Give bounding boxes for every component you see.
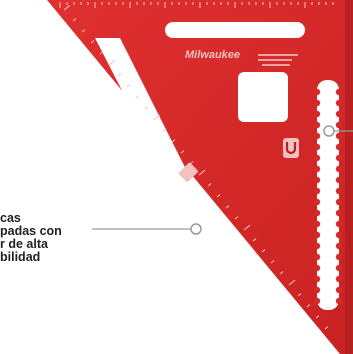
scale-tick: [162, 128, 167, 132]
scale-notch: [335, 143, 343, 151]
scale-notch: [313, 121, 321, 129]
measure-badge: [178, 162, 198, 182]
scale-notch: [313, 264, 321, 272]
scale-notch: [335, 220, 343, 228]
fine-print: [258, 54, 298, 66]
scale-tick: [108, 59, 116, 66]
scale-ticks: [59, 2, 334, 330]
scale-tick: [117, 73, 122, 77]
scale-notch: [313, 198, 321, 206]
square-window: [238, 72, 288, 122]
scale-tick: [144, 106, 149, 110]
callout-line-1: cas: [0, 211, 21, 225]
scale-notch: [335, 154, 343, 162]
scale-tick: [270, 260, 275, 264]
scale-notch: [335, 286, 343, 294]
scale-notch: [313, 286, 321, 294]
scale-notch: [313, 275, 321, 283]
scale-notch: [335, 165, 343, 173]
scale-notch: [335, 297, 343, 305]
scale-tick: [153, 114, 161, 121]
scale-tick: [135, 95, 140, 99]
scale-tick: [72, 18, 77, 22]
scale-notch: [313, 154, 321, 162]
scale-tick: [90, 40, 95, 44]
callout-left: [92, 223, 202, 235]
scale-notch: [335, 209, 343, 217]
scale-notch: [313, 253, 321, 261]
scale-tick: [99, 51, 104, 55]
scale-notch: [313, 99, 321, 107]
scale-notch: [313, 88, 321, 96]
scale-notch: [335, 110, 343, 118]
scale-notch: [313, 132, 321, 140]
scale-notch: [335, 132, 343, 140]
scale-tick: [198, 169, 206, 176]
scale-tick: [189, 161, 194, 165]
scale-tick: [261, 249, 266, 253]
scale-notch: [313, 231, 321, 239]
scale-notch: [313, 242, 321, 250]
scale-tick: [315, 315, 320, 319]
scale-tick: [243, 224, 251, 231]
scale-notch: [335, 198, 343, 206]
scale-notch: [335, 187, 343, 195]
scale-notch: [335, 264, 343, 272]
scale-notch: [335, 253, 343, 261]
magnet-icon: [283, 138, 299, 158]
scale-notch: [335, 176, 343, 184]
scale-notch: [313, 209, 321, 217]
top-slot: [165, 22, 305, 38]
scale-tick: [324, 326, 329, 330]
scale-notch: [335, 242, 343, 250]
scale-tick: [234, 216, 239, 220]
diagonal-slot: [95, 38, 223, 262]
scale-tick: [207, 183, 212, 187]
callout-caption: cas padas con r de alta bilidad: [0, 212, 110, 264]
callout-line-2: padas con: [0, 224, 62, 238]
scale-notch: [313, 176, 321, 184]
scale-notch: [335, 88, 343, 96]
callout-line-3: r de alta: [0, 237, 48, 251]
callout-dot-icon: [190, 223, 202, 235]
scale-tick: [297, 293, 302, 297]
callout-right: [323, 125, 353, 137]
notched-scale-slot: [313, 80, 343, 310]
scale-tick: [225, 205, 230, 209]
scale-notch: [313, 297, 321, 305]
scale-tick: [216, 194, 221, 198]
scale-notch: [335, 275, 343, 283]
scale-tick: [180, 150, 185, 154]
scale-notch: [313, 143, 321, 151]
scale-notch: [335, 121, 343, 129]
scale-tick: [279, 271, 284, 275]
scale-notch: [335, 99, 343, 107]
scale-tick: [306, 304, 311, 308]
scale-tick: [126, 84, 131, 88]
scale-notch: [313, 187, 321, 195]
scale-tick: [252, 238, 257, 242]
callout-line-4: bilidad: [0, 250, 41, 264]
scale-tick: [81, 29, 86, 33]
scale-notch: [313, 220, 321, 228]
scale-notch: [313, 165, 321, 173]
scale-tick: [171, 139, 176, 143]
scale-tick: [63, 4, 71, 11]
scale-notch: [313, 110, 321, 118]
brand-logo: Milwaukee: [185, 49, 240, 61]
scale-notch: [335, 231, 343, 239]
square-edge-strip: [345, 0, 353, 354]
scale-tick: [288, 279, 296, 286]
